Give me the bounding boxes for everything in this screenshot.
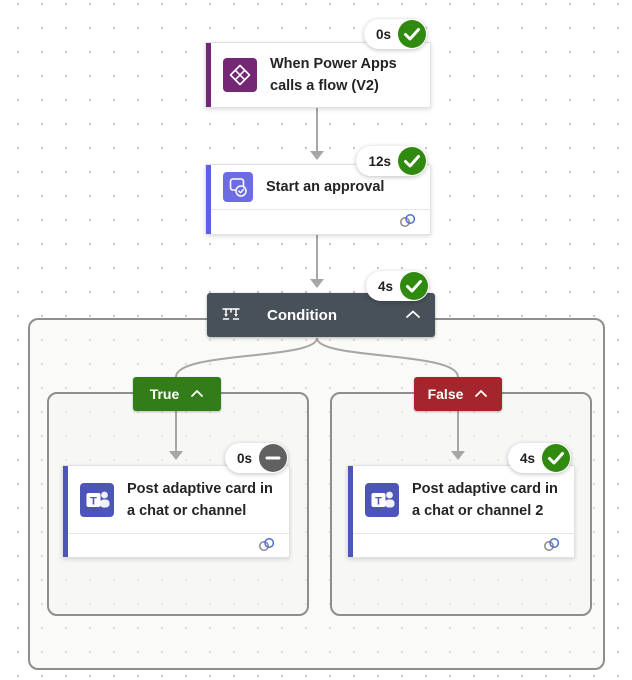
svg-text:T: T <box>90 495 97 507</box>
svg-text:T: T <box>375 495 382 507</box>
true-action-duration: 0s <box>236 450 252 466</box>
trigger-status-badge: 0s <box>363 19 427 49</box>
false-action-title: Post adaptive card in a chat or channel … <box>412 480 558 519</box>
true-label-text: True <box>149 386 180 402</box>
power-apps-icon <box>223 58 257 92</box>
condition-status-badge: 4s <box>365 271 429 301</box>
approval-accent-stripe <box>206 165 211 234</box>
check-icon <box>398 147 426 175</box>
false-label-text: False <box>427 386 464 402</box>
trigger-card-power-apps[interactable]: When Power Apps calls a flow (V2) <box>205 42 431 108</box>
true-action-status-badge: 0s <box>224 443 288 473</box>
trigger-title: When Power Apps calls a flow (V2) <box>270 56 397 94</box>
post-adaptive-card-2-action[interactable]: T Post adaptive card in a chat or channe… <box>347 465 575 558</box>
teams-accent-stripe <box>348 466 353 557</box>
condition-title: Condition <box>267 306 337 324</box>
true-branch-label[interactable]: True <box>133 377 221 411</box>
approvals-icon <box>223 172 253 202</box>
teams-icon: T <box>80 482 114 517</box>
check-icon <box>542 444 570 472</box>
true-action-title: Post adaptive card in a chat or channel <box>127 480 273 519</box>
approval-duration: 12s <box>368 153 391 169</box>
condition-duration: 4s <box>377 278 393 294</box>
teams-accent-stripe <box>63 466 68 557</box>
connection-icon <box>542 537 561 557</box>
chevron-up-icon[interactable] <box>405 306 421 324</box>
connection-icon <box>398 213 417 233</box>
chevron-up-icon[interactable] <box>190 385 204 403</box>
connection-icon <box>257 537 276 557</box>
chevron-up-icon[interactable] <box>474 385 488 403</box>
check-icon <box>400 272 428 300</box>
teams-icon: T <box>365 482 399 517</box>
false-action-status-badge: 4s <box>507 443 571 473</box>
approval-title: Start an approval <box>266 179 385 195</box>
false-branch-label[interactable]: False <box>414 377 502 411</box>
trigger-accent-stripe <box>206 43 211 107</box>
minus-icon <box>259 444 287 472</box>
post-adaptive-card-action[interactable]: T Post adaptive card in a chat or channe… <box>62 465 290 558</box>
check-icon <box>398 20 426 48</box>
false-action-duration: 4s <box>519 450 535 466</box>
condition-icon <box>221 304 241 327</box>
approval-status-badge: 12s <box>356 146 427 176</box>
trigger-duration: 0s <box>375 26 391 42</box>
